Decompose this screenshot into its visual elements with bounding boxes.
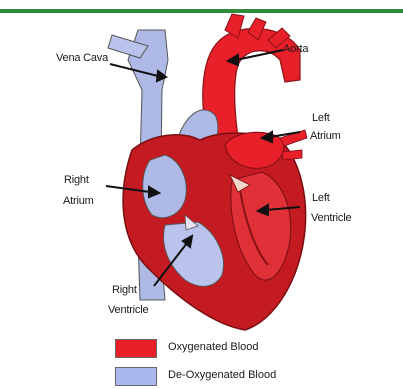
- label-left-atrium-line2: Atrium: [310, 129, 341, 143]
- legend-swatch-oxygenated: [115, 339, 157, 358]
- label-left-ventricle-line1: Left: [312, 191, 330, 205]
- label-right-ventricle-line1: Right: [112, 283, 137, 297]
- label-left-atrium-line1: Left: [312, 111, 330, 125]
- legend-label-deoxygenated: De-Oxygenated Blood: [168, 369, 276, 381]
- label-aorta: Aorta: [283, 42, 308, 56]
- label-right-atrium-line2: Atrium: [63, 194, 94, 208]
- label-left-ventricle-line2: Ventricle: [311, 211, 351, 225]
- label-right-ventricle-line2: Ventricle: [108, 303, 148, 317]
- label-vena-cava: Vena Cava: [56, 51, 108, 65]
- label-right-atrium-line1: Right: [64, 173, 89, 187]
- legend-label-oxygenated: Oxygenated Blood: [168, 341, 259, 353]
- pulmonary-vein-2: [282, 150, 302, 160]
- legend-swatch-deoxygenated: [115, 367, 157, 386]
